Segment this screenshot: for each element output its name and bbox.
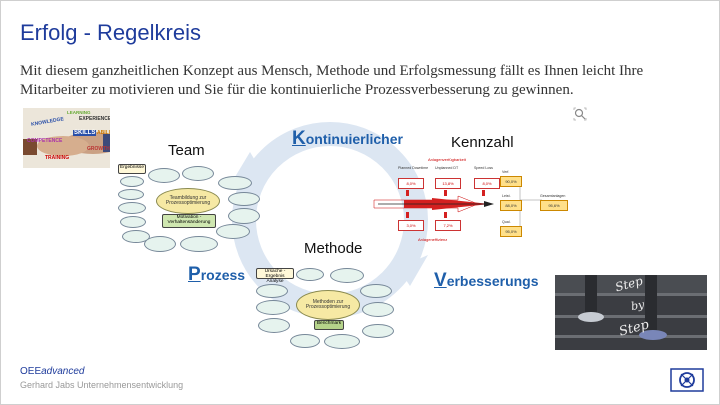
label-verbesserungs: Verbesserungs [434, 270, 539, 292]
team-item: Ergebnisse [118, 164, 146, 174]
zoom-icon[interactable] [572, 107, 588, 123]
kennzahl-right-title-3: Qual. [502, 220, 511, 224]
company-logo-icon [667, 367, 707, 393]
label-prozess-cap: P [188, 264, 201, 285]
kennzahl-lower-box-2: 7,2% [435, 220, 461, 231]
team-center-ellipse: Teambildung zur Prozessoptimierung [156, 188, 220, 214]
label-prozess-rest: rozess [200, 267, 246, 283]
kennzahl-right-box-3: 95,0% [500, 226, 522, 237]
skills-word-experience: EXPERIENCE [79, 116, 112, 122]
label-kontinuierlicher-cap: K [292, 128, 306, 149]
slide-title: Erfolg - Regelkreis [20, 20, 201, 45]
kennzahl-box-2: 13,8% [435, 178, 461, 189]
label-kennzahl: Kennzahl [451, 134, 514, 151]
label-prozess: Prozess [188, 264, 245, 286]
footer-brand-prefix: OEE [20, 366, 42, 377]
regelkreis-diagram: Ergebnisse Teambildung zur Prozessoptimi… [110, 100, 610, 362]
kennzahl-right-box-2: 88,0% [500, 200, 522, 211]
kennzahl-header: Anlagenverfügbarkeit [428, 157, 466, 162]
label-verbesserungs-cap: V [434, 270, 447, 291]
skills-word-skills: SKILLS [73, 130, 97, 136]
skills-word-training: TRAINING [45, 155, 70, 161]
skills-word-ability: ABILITY [97, 130, 117, 136]
footer-brand: OEEadvanced [20, 366, 85, 377]
team-motivation-label: Motivation - Verhaltensänderung [162, 214, 216, 228]
kennzahl-footer: Anlageneffizienz [418, 237, 448, 242]
kennzahl-right-title-1: Verf. [502, 170, 510, 174]
label-kontinuierlicher: Kontinuierlicher [292, 128, 403, 150]
kennzahl-box-3: 8,0% [474, 178, 500, 189]
kennzahl-title-3: Speed Loss [474, 166, 493, 170]
kennzahl-lower-box-1: 3,0% [398, 220, 424, 231]
skills-word-competence: COMPETENCE [27, 138, 63, 144]
label-methode: Methode [304, 240, 363, 257]
skills-word-learning: LEARNING [67, 110, 91, 115]
team-diagram: Ergebnisse Teambildung zur Prozessoptimi… [118, 162, 263, 257]
methode-benchmark: Benchmark [314, 320, 344, 330]
kennzahl-right-box-1: 90,0% [500, 176, 522, 187]
label-team: Team [168, 142, 205, 159]
kennzahl-right-title-2: Leist. [502, 194, 511, 198]
footer-brand-suffix: advanced [41, 366, 85, 377]
methode-item: Ursache - Ergebnis Analyse [256, 268, 294, 284]
footer-company: Gerhard Jabs Unternehmensentwicklung [20, 380, 184, 390]
label-kontinuierlicher-rest: ontinuierlicher [305, 131, 403, 147]
kennzahl-title-1: Planned Downtime [398, 166, 429, 170]
skills-photo: KNOWLEDGE EXPERIENCE SKILLS ABILITY COMP… [23, 108, 122, 168]
kennzahl-result-label: Gesamtanlagen [540, 194, 566, 198]
step-word-2: by [629, 297, 646, 314]
kennzahl-box-1: 8,0% [398, 178, 424, 189]
step-by-step-photo: Step by Step [555, 275, 707, 350]
kennzahl-diagram: Anlagenverfügbarkeit Planned Downtime Un… [372, 158, 572, 258]
methode-center-ellipse: Methoden zur Prozessoptimierung [296, 290, 360, 320]
skills-word-growth: GROWTH [87, 146, 110, 152]
kennzahl-title-2: Unplanned DT [435, 166, 459, 170]
slide-subtitle: Mit diesem ganzheitlichen Konzept aus Me… [20, 63, 644, 98]
label-verbesserungs-rest: erbesserungs [446, 273, 539, 289]
methode-diagram: Ursache - Ergebnis Analyse Methoden zur … [256, 268, 416, 358]
kennzahl-result-value: 95,6% [540, 200, 568, 211]
